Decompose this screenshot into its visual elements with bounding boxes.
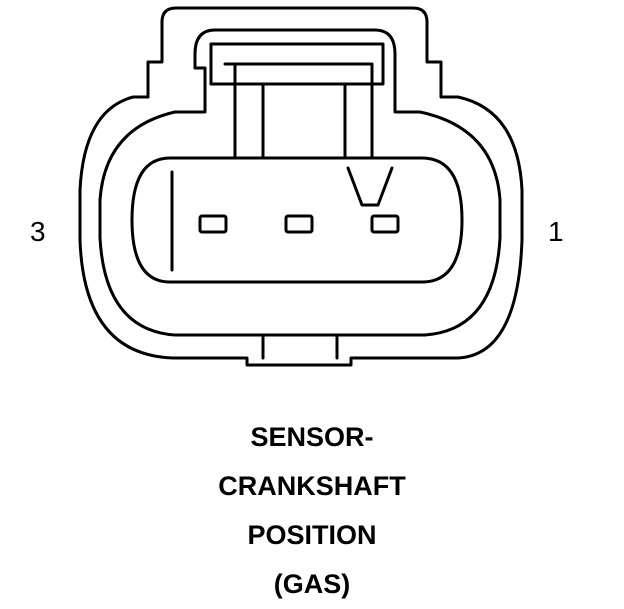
caption-line-3: POSITION xyxy=(247,520,377,550)
connector-housing-outer xyxy=(78,6,524,367)
terminal-pin-3 xyxy=(198,214,228,234)
terminal-pin-2 xyxy=(284,214,314,234)
caption-line-2: CRANKSHAFT xyxy=(218,471,406,501)
locking-tab xyxy=(209,42,385,158)
pin-cavity xyxy=(130,156,464,284)
keying-notch xyxy=(346,166,394,207)
connector-diagram xyxy=(78,6,524,367)
caption-line-1: SENSOR- xyxy=(250,422,374,452)
pin-label-3: 3 xyxy=(30,216,46,247)
bottom-guide-rail xyxy=(261,333,339,360)
connector-housing-inner xyxy=(98,28,502,337)
connector-caption: SENSOR- CRANKSHAFT POSITION (GAS) xyxy=(0,413,624,609)
terminal-pin-1 xyxy=(370,214,400,234)
caption-line-4: (GAS) xyxy=(273,569,351,599)
pin-label-1: 1 xyxy=(548,216,564,247)
